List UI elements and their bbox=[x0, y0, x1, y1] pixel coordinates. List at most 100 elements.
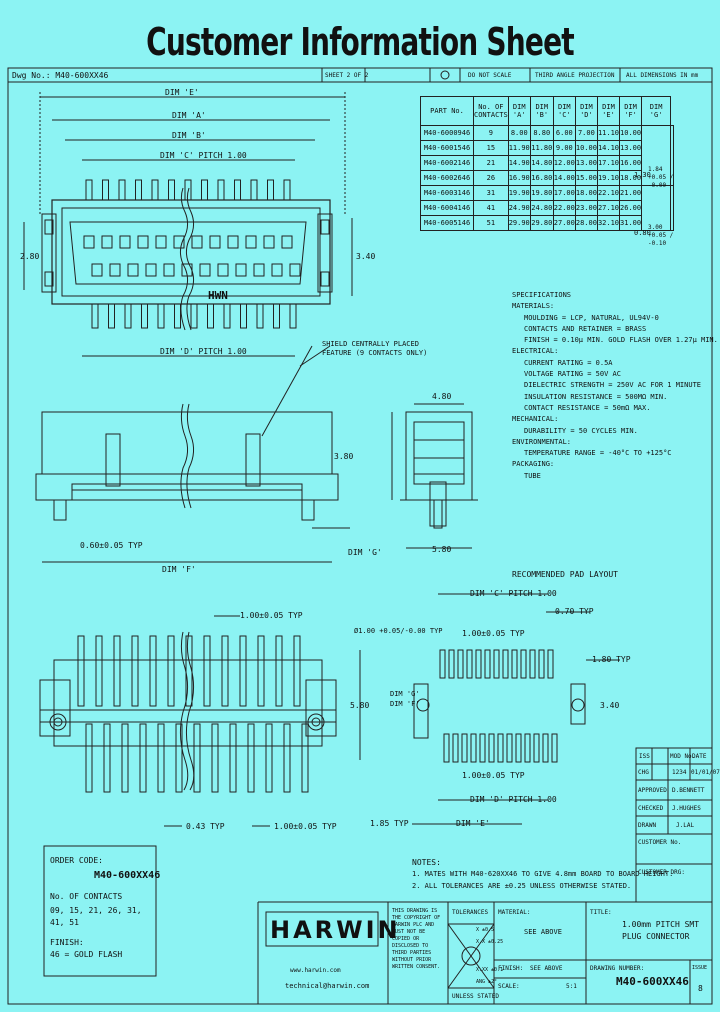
spec-line: MATERIALS: bbox=[512, 302, 555, 311]
checked-value: J.HUGHES bbox=[672, 805, 701, 812]
bottom-pin bbox=[301, 723, 309, 793]
pad bbox=[448, 649, 455, 679]
pad bbox=[470, 733, 477, 763]
cavity bbox=[91, 263, 103, 277]
spec-line: ELECTRICAL: bbox=[512, 347, 559, 356]
spec-line: DIELECTRIC STRENGTH = 250V AC FOR 1 MINU… bbox=[524, 381, 702, 390]
bottom-pin bbox=[103, 723, 111, 793]
parts-table-merged-g bbox=[670, 185, 674, 231]
cavity bbox=[191, 235, 203, 249]
bottom-view bbox=[39, 615, 337, 827]
copyright-text: THIS DRAWING IS THE COPYRIGHT OF HARWIN … bbox=[392, 908, 441, 970]
pad bbox=[529, 649, 536, 679]
parts-table-cell: 32.10 bbox=[596, 215, 621, 231]
title-label: TITLE: bbox=[590, 909, 612, 916]
top-pin bbox=[102, 179, 109, 201]
pad-580-label: 5.80 bbox=[350, 701, 370, 710]
material-label: MATERIAL: bbox=[498, 909, 531, 916]
bottom-pin bbox=[157, 723, 165, 793]
parts-table-merged-f bbox=[641, 185, 672, 231]
side-view bbox=[391, 403, 478, 549]
spec-line: CONTACTS AND RETAINER = BRASS bbox=[524, 324, 647, 333]
note-1: 1. MATES WITH M40-620XX46 TO GIVE 4.8mm … bbox=[412, 870, 674, 878]
bottom-pin bbox=[203, 635, 211, 707]
email: technical@harwin.com bbox=[285, 982, 370, 990]
bottom-pin bbox=[193, 723, 201, 793]
spec-line: INSULATION RESISTANCE = 500MΩ MIN. bbox=[524, 392, 668, 401]
cavity bbox=[199, 263, 211, 277]
top-pin bbox=[240, 303, 247, 329]
hole-label: Ø1.00 +0.05/-0.00 TYP bbox=[354, 627, 443, 635]
cavity bbox=[227, 235, 239, 249]
pitch-typ-label: 1.00±0.05 TYP bbox=[240, 611, 303, 620]
spec-line: MECHANICAL: bbox=[512, 415, 559, 424]
pad-dim-f-label: DIM 'F' bbox=[390, 700, 420, 708]
spec-line: DURABILITY = 50 CYCLES MIN. bbox=[524, 426, 638, 435]
pad bbox=[542, 733, 549, 763]
finish-value: 46 = GOLD FLASH bbox=[50, 950, 123, 959]
drawing-title-1: 1.00mm PITCH SMT bbox=[622, 920, 700, 929]
top-pin bbox=[283, 179, 291, 201]
top-pin bbox=[217, 179, 225, 201]
dim-c-pitch-label: DIM 'C' PITCH 1.00 bbox=[160, 151, 247, 160]
pad-pitch2-label: 1.00±0.05 TYP bbox=[462, 771, 525, 780]
width-480-label: 4.80 bbox=[432, 392, 452, 401]
pad bbox=[520, 649, 527, 679]
top-pin bbox=[135, 179, 142, 201]
height-280-label: 2.80 bbox=[20, 252, 40, 261]
tol-2: X.X ±0.25 bbox=[476, 939, 504, 945]
pad bbox=[511, 649, 518, 679]
pad-layout bbox=[359, 593, 620, 825]
height-380-label: 3.80 bbox=[334, 452, 354, 461]
parts-table-cell: 31.00 bbox=[619, 215, 643, 231]
tol-1: X ±0.5 bbox=[476, 927, 495, 933]
pad bbox=[538, 649, 545, 679]
harwin-logo: HARWIN bbox=[270, 916, 401, 944]
customer-no-label: CUSTOMER No. bbox=[638, 839, 682, 846]
cavity bbox=[235, 263, 247, 277]
dim-g-group-2: 3.00 +0.05 / -0.10 bbox=[648, 224, 674, 247]
material-value: SEE ABOVE bbox=[524, 928, 562, 936]
top-pin bbox=[234, 179, 241, 201]
top-pin bbox=[91, 303, 99, 329]
contacts-label: No. OF CONTACTS bbox=[50, 892, 123, 901]
order-code-value: M40-600XX46 bbox=[94, 870, 161, 881]
cavity bbox=[245, 235, 257, 249]
spec-line: CURRENT RATING = 0.5A bbox=[524, 358, 613, 367]
cavity bbox=[271, 263, 283, 277]
top-pin bbox=[157, 303, 165, 329]
rev-r1c1: CHG bbox=[638, 769, 649, 776]
width-580-label: 5.80 bbox=[432, 545, 452, 554]
top-pin bbox=[289, 303, 297, 329]
pad-pitch-label: 1.00±0.05 TYP bbox=[462, 629, 525, 638]
pad-dim-e-label: DIM 'E' bbox=[456, 819, 490, 828]
bottom-pin bbox=[275, 635, 283, 707]
pad-070-label: 0.70 TYP bbox=[555, 607, 594, 616]
top-pin bbox=[267, 179, 274, 201]
parts-table-merged-f bbox=[641, 125, 672, 186]
parts-table: PART No. No. OF CONTACTS DIM 'A' DIM 'B'… bbox=[420, 96, 674, 231]
contacts-values-2: 41, 51 bbox=[50, 918, 79, 927]
cavity bbox=[253, 263, 265, 277]
dim-b-label: DIM 'B' bbox=[172, 131, 206, 140]
tolerances-label: TOLERANCES bbox=[452, 909, 489, 916]
top-pin bbox=[207, 303, 214, 329]
pad-185-label: 1.85 TYP bbox=[370, 819, 409, 828]
top-pin bbox=[250, 179, 258, 201]
spec-line: TEMPERATURE RANGE = -40°C TO +125°C bbox=[524, 449, 672, 458]
pad-dim-g-label: DIM 'G' bbox=[390, 690, 420, 698]
parts-table-cell: M40-6005146 bbox=[420, 215, 474, 231]
pad bbox=[515, 733, 522, 763]
approved-value: D.BENNETT bbox=[672, 787, 705, 794]
bottom-pin bbox=[221, 635, 229, 707]
pad bbox=[547, 649, 554, 679]
pad bbox=[533, 733, 540, 763]
top-pin bbox=[190, 303, 198, 329]
approved-label: APPROVED bbox=[638, 787, 667, 794]
page-title: Customer Information Sheet bbox=[146, 20, 575, 64]
bottom-pin bbox=[167, 635, 175, 707]
bottom-pin bbox=[265, 723, 273, 793]
bottom-pin bbox=[121, 723, 129, 793]
